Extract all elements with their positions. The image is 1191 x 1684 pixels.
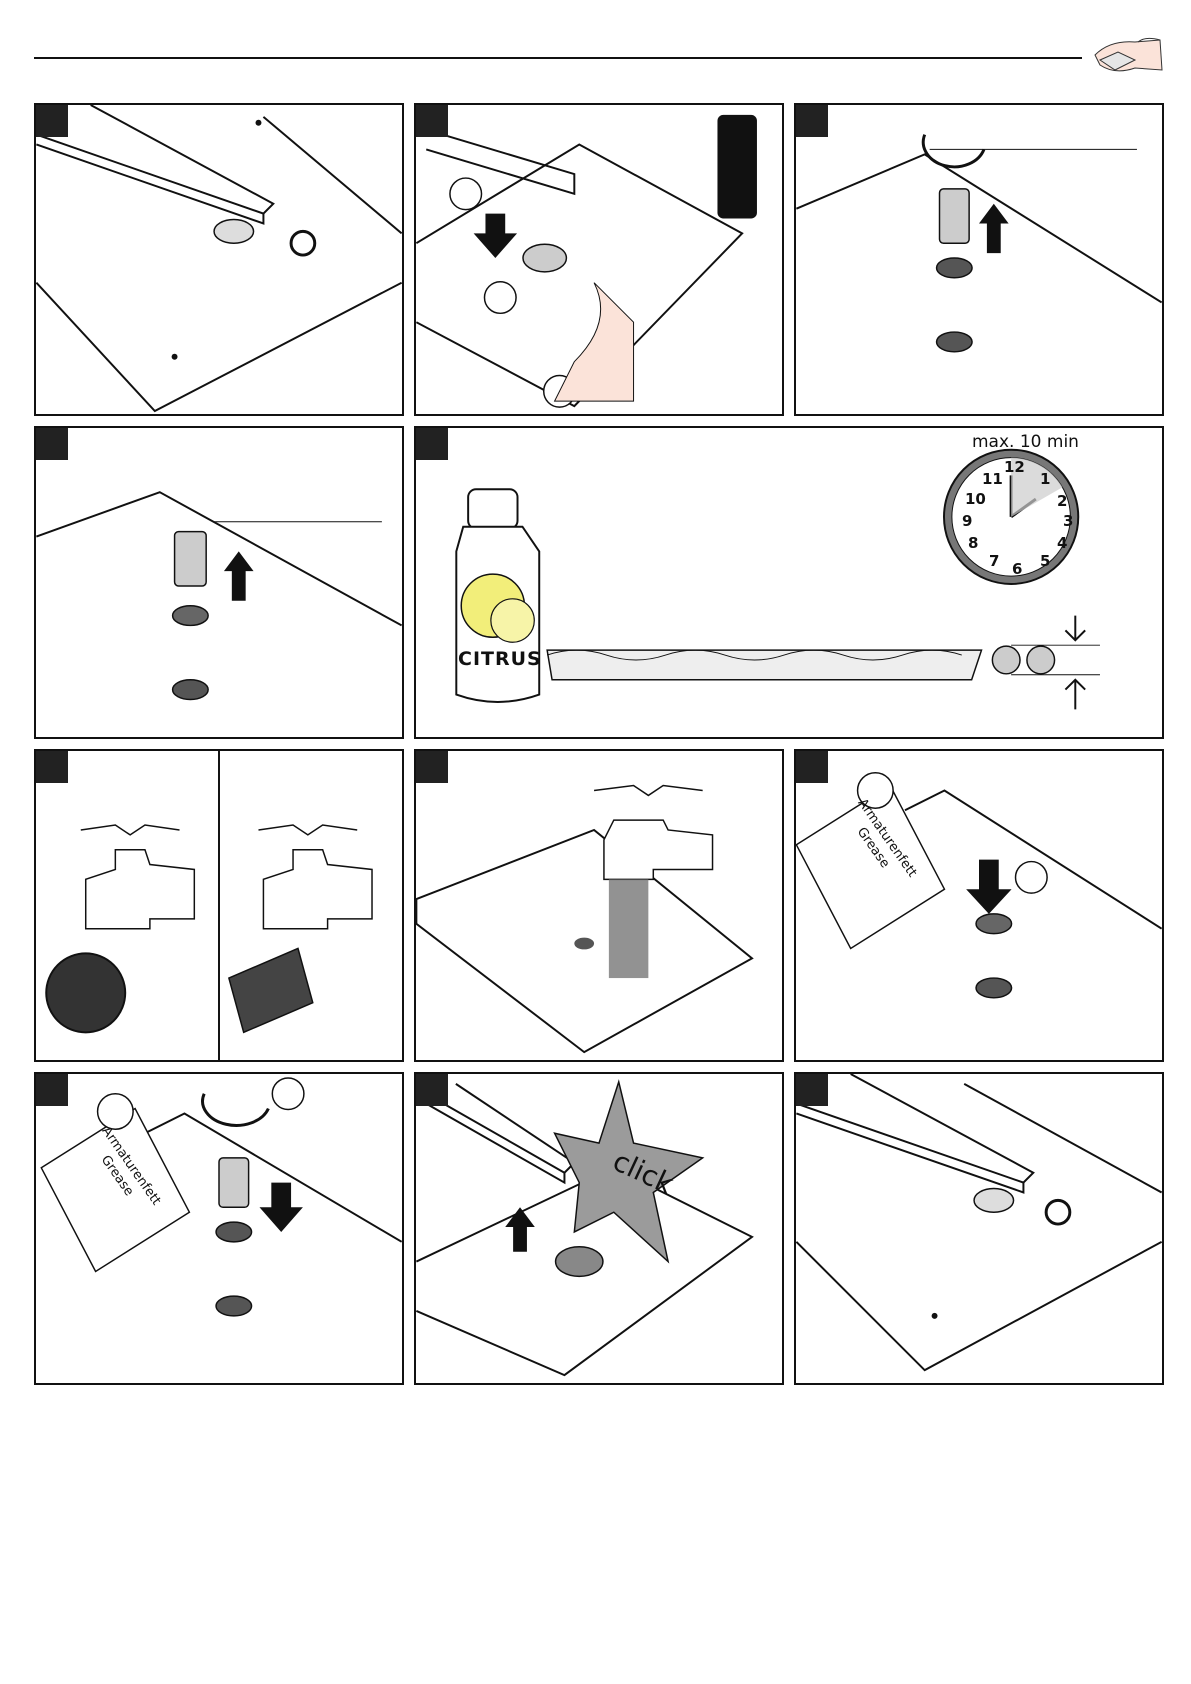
clock-number: 3	[1063, 512, 1073, 530]
step-number-box	[416, 428, 448, 460]
step-panel-4	[34, 426, 404, 739]
unscrew-nozzle-illustration	[796, 105, 1162, 414]
remove-nozzle-illustration	[36, 428, 402, 737]
click-cover-illustration	[416, 1074, 782, 1383]
clock-number: 9	[962, 512, 972, 530]
step-number-box	[796, 1074, 828, 1106]
step-panel-1	[34, 103, 404, 416]
rinse-showerhead-illustration	[416, 751, 782, 1060]
step-number-box	[36, 105, 68, 137]
step-number-box	[416, 1074, 448, 1106]
press-and-rotate-illustration	[416, 105, 782, 414]
clock-number: 10	[965, 490, 986, 508]
step-panel-7	[414, 749, 784, 1062]
clock-number: 1	[1040, 470, 1050, 488]
step-number-box	[416, 751, 448, 783]
reinsert-nozzle-illustration	[36, 1074, 402, 1383]
clock-number: 2	[1057, 492, 1067, 510]
clock-number: 7	[989, 552, 999, 570]
step-number-box	[36, 751, 68, 783]
clock-number: 8	[968, 534, 978, 552]
step-number-box	[36, 1074, 68, 1106]
step-panel-2	[414, 103, 784, 416]
clock-number: 6	[1012, 560, 1022, 578]
step-number-box	[796, 751, 828, 783]
clock-number: 4	[1057, 534, 1067, 552]
clock-number: 12	[1004, 458, 1025, 476]
top-rule	[34, 57, 1082, 59]
citrus-bottle-label: CITRUS	[458, 648, 542, 670]
step-panel-10: click	[414, 1072, 784, 1385]
rinse-nozzle-illustration	[36, 751, 402, 1060]
step-panel-8: Armaturenfett Grease	[794, 749, 1164, 1062]
step-panel-3	[794, 103, 1164, 416]
grease-nozzle-illustration	[796, 751, 1162, 1060]
step-number-box	[796, 105, 828, 137]
remove-cover-illustration	[36, 105, 402, 414]
clock-number: 5	[1040, 552, 1050, 570]
step-number-box	[416, 105, 448, 137]
step-panel-5: max. 10 min CITRUS 12 1 2 3 4 5 6 7 8 9 …	[414, 426, 1164, 739]
soak-time-caption: max. 10 min	[972, 432, 1079, 452]
step-panel-11	[794, 1072, 1164, 1385]
reattach-cover-illustration	[796, 1074, 1162, 1383]
step-panel-6	[34, 749, 404, 1062]
step-number-box	[36, 428, 68, 460]
hand-cleaning-icon	[1090, 30, 1165, 80]
step-panel-9: Armaturenfett Grease	[34, 1072, 404, 1385]
clock-number: 11	[982, 470, 1003, 488]
